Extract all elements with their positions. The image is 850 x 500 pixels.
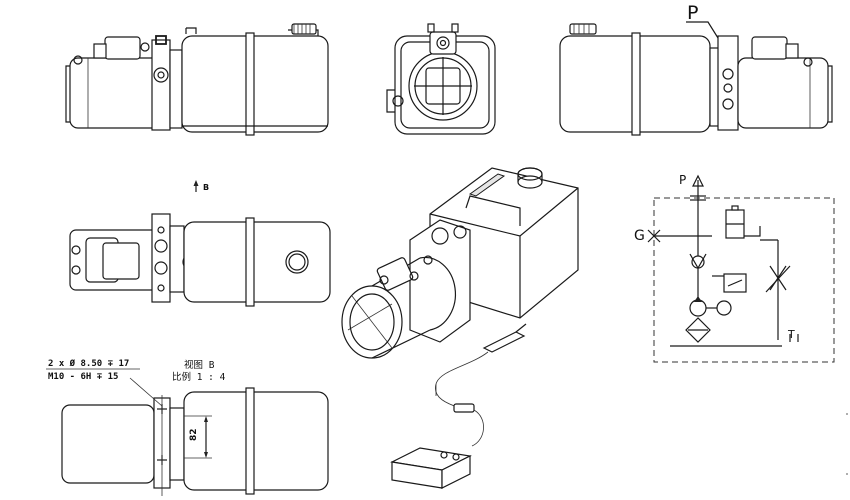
hole-spec-note: 2 x Ø 8.50 ∓ 17 M10 - 6H ∓ 15 [46,358,140,382]
schematic-port-p: P [679,173,686,187]
end-view [386,23,496,135]
side-view-left [65,23,329,136]
port-p-label-top: P [687,2,698,24]
view-caption: 视图 B 比例 1 : 4 [172,359,226,383]
hole-spec-line-2: M10 - 6H ∓ 15 [48,372,118,382]
view-b-drawing: 82 [61,377,329,496]
hole-spec-line-1: 2 x Ø 8.50 ∓ 17 [48,358,129,369]
hydraulic-schematic: P G T [634,173,835,363]
isometric-view [341,167,579,359]
remote-control-cable [390,323,527,489]
view-arrow-label: B [203,183,209,192]
dimension-82-label: 82 [189,428,199,441]
top-view [69,213,331,307]
side-view-right: P [559,2,833,136]
view-b-arrow: B [193,180,209,192]
schematic-port-g: G [634,228,645,244]
view-scale: 比例 1 : 4 [172,371,226,383]
view-title: 视图 B [184,359,215,371]
schematic-port-t: T [787,328,795,341]
